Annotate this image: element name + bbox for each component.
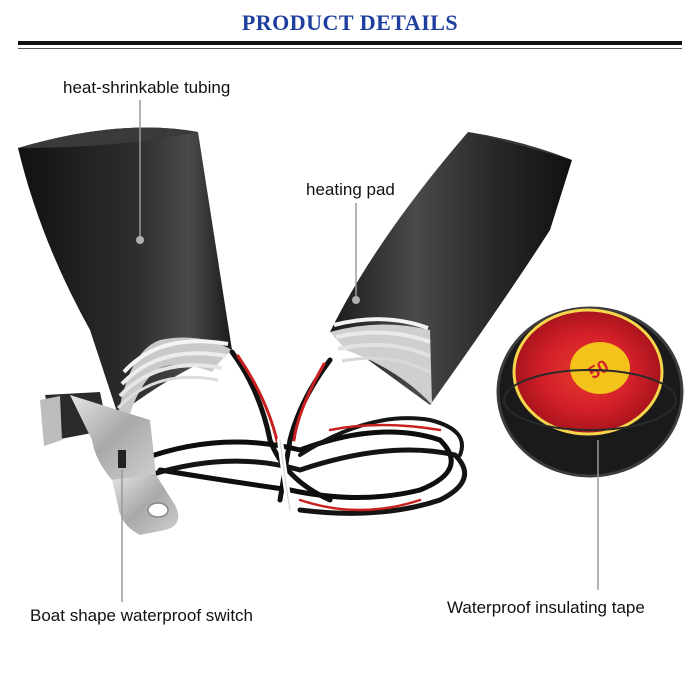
label-boat-shape-switch: Boat shape waterproof switch (30, 606, 254, 625)
callout-lines (121, 100, 599, 602)
callout-dots (136, 236, 360, 304)
right-heating-pad-tube (330, 132, 572, 405)
label-waterproof-tape: Waterproof insulating tape (447, 598, 645, 617)
page-title: PRODUCT DETAILS (241, 10, 459, 35)
insulating-tape-roll: 50 (496, 306, 684, 478)
label-heat-shrinkable-tubing: heat-shrinkable tubing (63, 78, 231, 97)
label-heating-pad: heating pad (306, 180, 395, 199)
left-heat-shrink-tube (18, 127, 232, 420)
wiring-harness (137, 349, 467, 516)
header-divider (18, 41, 682, 45)
header-divider-thin (18, 48, 682, 49)
boat-switch (40, 392, 179, 535)
